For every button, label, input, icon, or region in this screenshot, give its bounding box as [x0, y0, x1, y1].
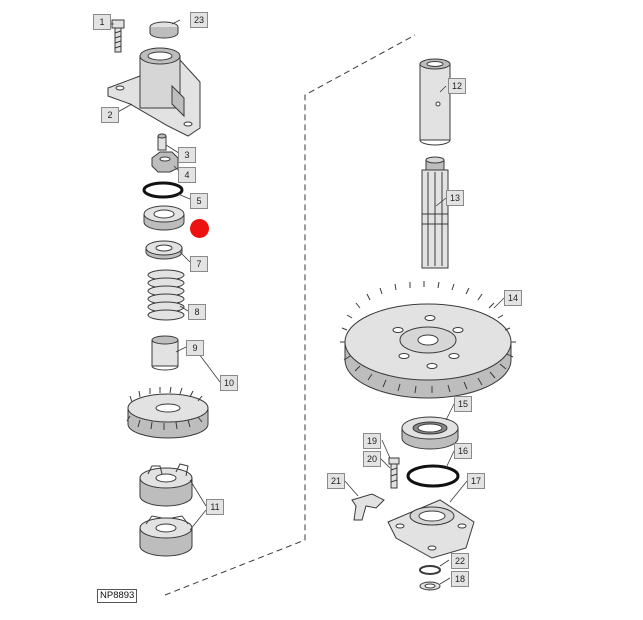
callout-8: 8 [188, 304, 206, 320]
callout-10: 10 [220, 375, 238, 391]
flange-part-17 [387, 499, 475, 559]
callout-18: 18 [451, 571, 469, 587]
splined-shaft-part-13 [421, 156, 449, 269]
clutch-part-11 [139, 463, 193, 557]
housing-part-2 [107, 47, 201, 137]
callout-11: 11 [206, 499, 224, 515]
cap-part-23 [149, 21, 179, 39]
large-gear-part-14 [340, 281, 516, 399]
callout-7: 7 [190, 256, 208, 272]
callout-17: 17 [467, 473, 485, 489]
callout-16: 16 [454, 443, 472, 459]
callout-19: 19 [363, 433, 381, 449]
washer-part-18 [419, 581, 441, 591]
callout-1: 1 [93, 14, 111, 30]
drawing-id: NP8893 [97, 589, 138, 603]
o-ring-part-16 [406, 464, 460, 488]
bearing-part-15 [401, 416, 459, 450]
callout-4: 4 [178, 167, 196, 183]
bolt-part-1 [111, 19, 125, 53]
ring-part-22 [419, 565, 441, 575]
washer-part-7 [145, 240, 183, 260]
seal-part-6 [143, 205, 185, 231]
nut-part-4 [151, 151, 179, 173]
callout-22: 22 [451, 553, 469, 569]
callout-12: 12 [448, 78, 466, 94]
dashed-separator [164, 34, 416, 596]
callout-15: 15 [454, 396, 472, 412]
callout-13: 13 [446, 190, 464, 206]
callout-5: 5 [190, 193, 208, 209]
callout-2: 2 [101, 107, 119, 123]
hollow-shaft-part-12 [419, 58, 451, 146]
o-ring-part-5 [142, 181, 184, 199]
callout-14: 14 [504, 290, 522, 306]
location-marker [190, 219, 209, 238]
small-gear-part-10 [126, 386, 209, 439]
bolt-part-20 [388, 457, 400, 489]
bushing-part-9 [151, 335, 179, 371]
callout-23: 23 [190, 12, 208, 28]
callout-21: 21 [327, 473, 345, 489]
callout-20: 20 [363, 451, 381, 467]
latch-part-21 [351, 493, 385, 521]
grease-fitting-part-3 [157, 133, 167, 151]
spring-part-8 [147, 269, 185, 321]
callout-3: 3 [178, 147, 196, 163]
callout-9: 9 [186, 340, 204, 356]
